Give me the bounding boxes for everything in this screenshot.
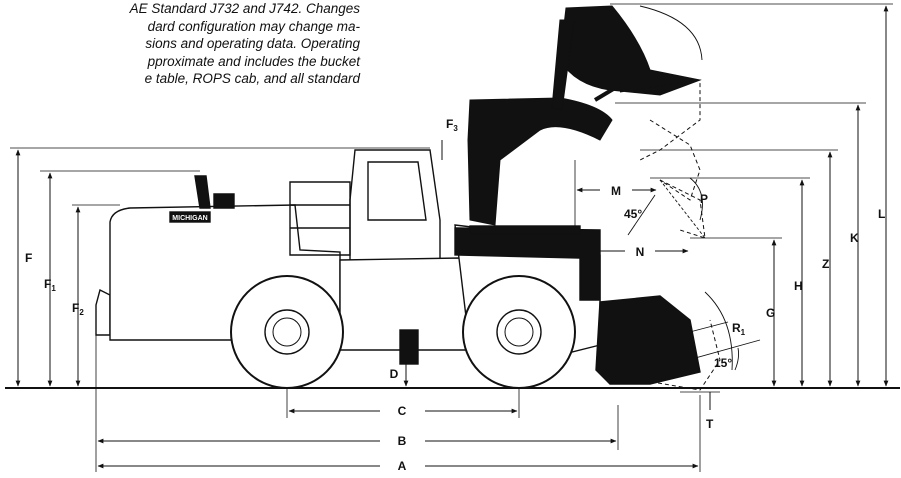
label-R1: R1	[732, 321, 746, 337]
label-M: M	[611, 184, 621, 198]
horizontal-dimensions	[97, 187, 699, 469]
intro-line: AE Standard J732 and J742. Changes	[129, 1, 360, 16]
cab-window	[367, 161, 427, 221]
label-angle-15: 15°	[714, 356, 732, 370]
label-G: G	[766, 306, 775, 320]
label-F3: F3	[446, 117, 458, 133]
label-F: F	[25, 251, 32, 265]
exhaust-stack	[194, 175, 211, 209]
air-intake	[213, 193, 235, 209]
step-ladder	[399, 329, 419, 365]
raised-bucket-group	[467, 5, 702, 226]
rear-wheel	[230, 275, 344, 389]
label-H: H	[794, 279, 803, 293]
intro-line: pproximate and includes the bucket	[147, 53, 360, 69]
label-R1-sub: 1	[741, 328, 746, 337]
rear-counterweight	[95, 288, 111, 336]
label-F1-sub: 1	[51, 284, 56, 293]
label-L: L	[878, 207, 885, 221]
lowered-bucket	[595, 295, 701, 385]
front-wheel	[462, 275, 576, 389]
label-C: C	[398, 404, 407, 418]
label-angle-45: 45°	[624, 207, 642, 221]
label-K: K	[850, 231, 859, 245]
label-F1-letter: F	[44, 277, 51, 291]
label-F2: F2	[72, 301, 84, 317]
wheel-loader-body: MICHIGAN	[95, 149, 701, 385]
intro-line: e table, ROPS cab, and all standard	[144, 71, 360, 86]
label-F2-sub: 2	[79, 308, 84, 317]
label-F3-sub: 3	[453, 124, 458, 133]
vertical-dimensions	[15, 5, 889, 410]
label-N: N	[636, 245, 645, 259]
label-F1: F1	[44, 277, 56, 293]
label-D: D	[390, 367, 399, 381]
spec-intro-text: AE Standard J732 and J742. Changes dard …	[0, 0, 360, 88]
brand-plate-text: MICHIGAN	[172, 215, 207, 222]
label-T: T	[706, 417, 714, 431]
lift-arm	[454, 227, 601, 301]
intro-line: dard configuration may change ma-	[147, 18, 360, 34]
lift-cylinder	[469, 225, 581, 235]
label-F3-letter: F	[446, 117, 453, 131]
label-F2-letter: F	[72, 301, 79, 315]
cab-railing	[289, 181, 351, 256]
label-P: P	[700, 192, 708, 206]
label-Z: Z	[822, 257, 829, 271]
label-A: A	[398, 459, 407, 473]
brand-plate	[169, 211, 211, 223]
label-B: B	[398, 434, 407, 448]
label-R1-letter: R	[732, 321, 741, 335]
intro-line: sions and operating data. Operating	[145, 36, 360, 51]
